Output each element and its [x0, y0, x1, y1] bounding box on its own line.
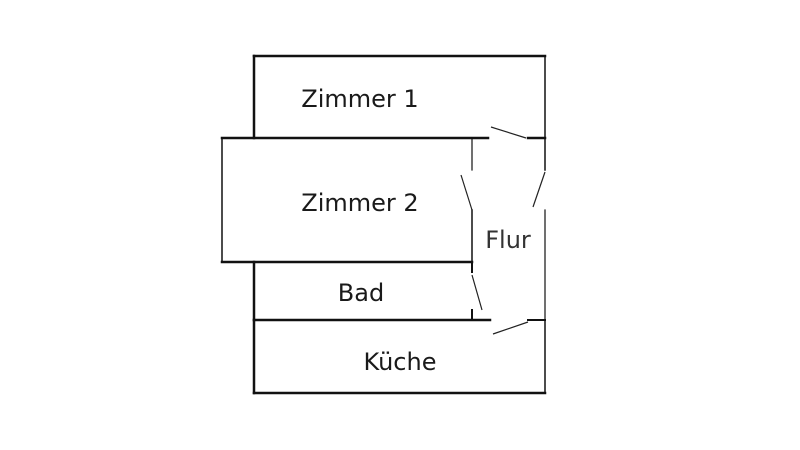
room-label-zimmer-2: Zimmer 2	[301, 189, 418, 217]
door-zimmer1[interactable]	[490, 126, 527, 139]
door-zimmer2[interactable]	[460, 174, 473, 211]
room-label-zimmer-1: Zimmer 1	[301, 85, 418, 113]
room-label-bad: Bad	[338, 279, 384, 307]
walls	[220, 54, 547, 395]
room-label-kueche: Küche	[364, 348, 437, 376]
room-label-flur: Flur	[485, 226, 531, 254]
doors	[460, 126, 546, 335]
room-labels: Zimmer 1 Zimmer 2 Bad Küche Flur	[301, 85, 531, 376]
door-entrance[interactable]	[532, 171, 546, 208]
door-kueche[interactable]	[492, 321, 529, 335]
door-bad[interactable]	[471, 274, 483, 311]
